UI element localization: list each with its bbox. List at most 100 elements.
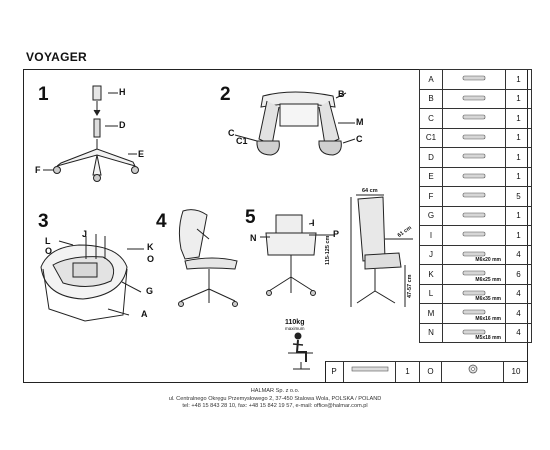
part-qty: 1 [505,108,532,129]
part-spec: M6x16 mm [475,315,501,322]
part-image [442,108,506,129]
seat-height-dimension: 47-57 cm [407,274,413,298]
part-qty: 1 [505,69,532,90]
part-image [442,166,506,187]
max-load-value: 110kg [285,319,305,326]
label-e: E [138,149,145,159]
part-letter: G [419,205,443,226]
part-icon [462,290,486,296]
part-icon [462,309,486,315]
label-l: L [45,236,51,246]
product-title: VOYAGER [26,50,88,64]
part-icon [462,231,486,237]
part-image: M6x16 mm [442,303,506,324]
step1-drawing [43,85,139,182]
part-o-image [441,361,503,382]
part-qty: 4 [505,322,532,343]
part-p-image [343,361,395,382]
parts-row: K M6x25 mm 6 [419,264,532,285]
part-icon [462,134,486,140]
footer-address: ul. Centralnego Okręgu Przemysłowego 2, … [168,395,382,402]
part-image [442,69,506,90]
part-icon [462,114,486,120]
height-dimension: 115-125 cm [325,235,331,265]
part-image: M6x20 mm [442,244,506,265]
part-qty: 4 [505,244,532,265]
part-icon [462,329,486,335]
part-letter: C1 [419,127,443,148]
label-n: N [250,233,257,243]
part-image [442,127,506,148]
part-letter: E [419,166,443,187]
part-qty: 4 [505,283,532,304]
part-letter: D [419,147,443,168]
step5-drawing [260,214,334,296]
step-1-number: 1 [38,84,49,105]
part-icon [462,192,486,198]
label-o-right: O [147,254,155,264]
label-b: B [338,89,345,99]
footer-company: HALMAR Sp. z o.o. [250,388,300,394]
label-f: F [35,165,41,175]
label-k: K [147,242,154,252]
step-2-number: 2 [220,84,231,105]
part-letter: J [419,244,443,265]
label-c-left: C [228,128,235,138]
part-qty: 4 [505,303,532,324]
parts-bottom-row: P 1 O 10 [325,361,528,383]
footer-contact: tel: +48 15 843 28 10, fax: +48 15 842 1… [182,403,368,410]
part-icon [462,95,486,101]
part-letter: L [419,283,443,304]
label-o-left: O [45,246,53,256]
part-image [442,186,506,207]
part-p-letter: P [331,367,337,376]
part-image [442,147,506,168]
label-c-right: C [356,134,363,144]
label-d: D [119,120,126,130]
part-icon [462,75,486,81]
step-3-number: 3 [38,211,49,232]
part-letter: F [419,186,443,207]
part-qty: 6 [505,264,532,285]
part-image: M5x18 mm [442,322,506,343]
part-icon [462,251,486,257]
part-icon [462,153,486,159]
step-5-number: 5 [245,207,256,228]
part-qty: 1 [505,166,532,187]
parts-row: J M6x20 mm 4 [419,244,532,265]
part-letter: A [419,69,443,90]
part-qty: 1 [505,88,532,109]
label-g: G [146,286,154,296]
step4-drawing [178,209,238,307]
part-p-qty: 1 [395,361,419,382]
label-p: P [333,229,340,239]
assembly-drawings [40,85,413,370]
part-letter: M [419,303,443,324]
parts-row: M M6x16 mm 4 [419,303,532,324]
label-j: J [82,229,88,239]
part-spec: M6x25 mm [475,276,501,283]
part-image [442,205,506,226]
load-icon [288,332,313,370]
part-letter: K [419,264,443,285]
part-letter: B [419,88,443,109]
part-p-icon [351,366,388,372]
dimension-drawing [350,194,413,307]
label-h: H [119,87,126,97]
step3-drawing [40,234,144,322]
part-spec: M6x20 mm [475,257,501,263]
max-load-label: maximum [285,326,305,331]
max-load-badge: 110kg maximum [285,319,305,332]
company-footer: HALMAR Sp. z o.o. ul. Centralnego Okręgu… [0,388,550,411]
part-icon [462,173,486,179]
part-letter: I [419,225,443,246]
